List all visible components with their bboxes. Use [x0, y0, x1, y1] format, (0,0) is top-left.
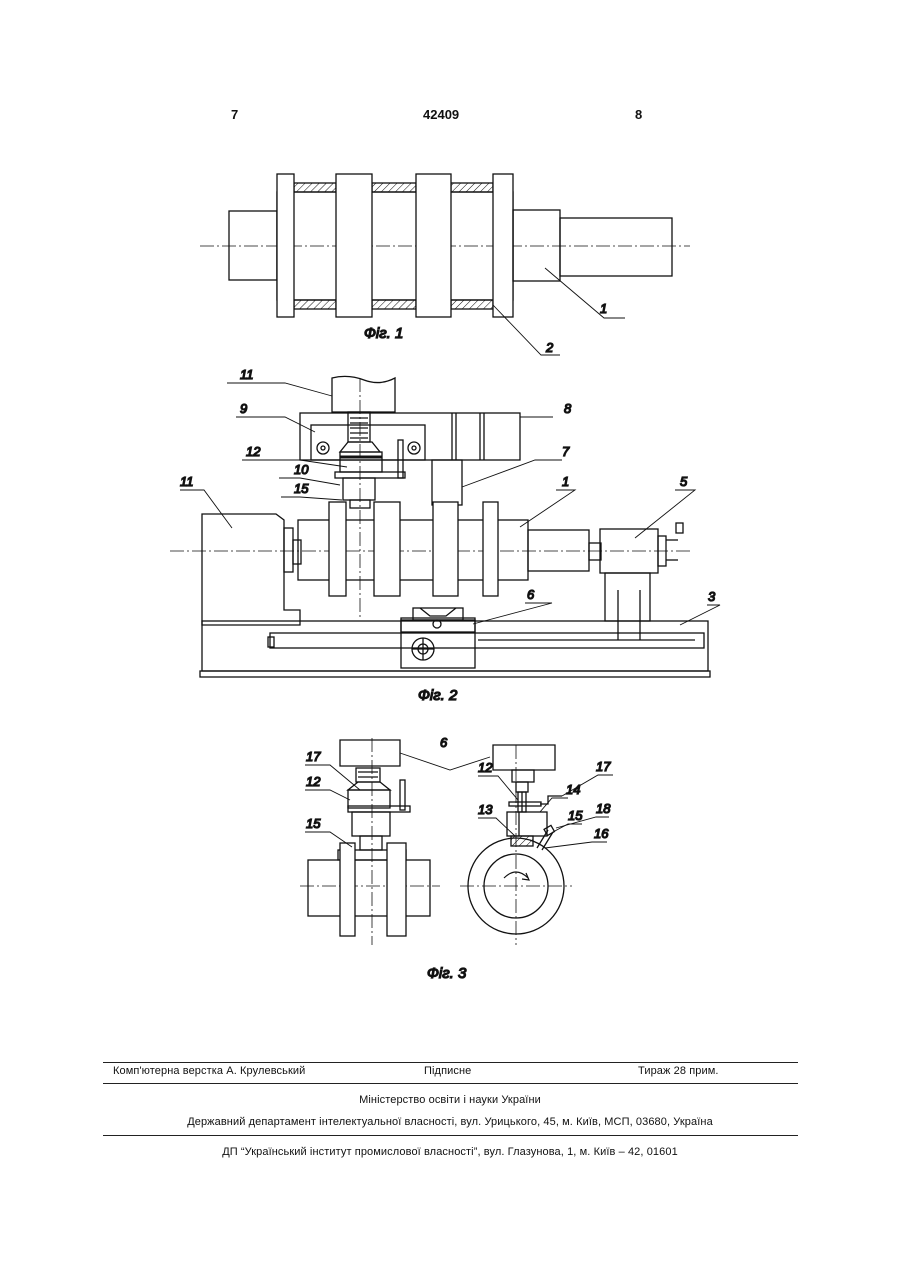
fig2-caption: Фіг. 2 — [418, 687, 458, 704]
fig3-label-12-left: 12 — [306, 774, 321, 789]
fig3-caption: Фіг. 3 — [427, 965, 467, 982]
fig2-label-5: 5 — [680, 474, 688, 489]
footer-layout-credit: Комп'ютерна верстка А. Крулевський — [113, 1065, 305, 1077]
fig3-label-17-right: 17 — [596, 759, 611, 774]
fig2-label-12: 12 — [246, 444, 261, 459]
fig2-label-9: 9 — [240, 401, 247, 416]
figure-1: 1 2 Фіг. 1 — [200, 174, 690, 355]
footer-ministry: Міністерство освіти і науки України — [0, 1094, 900, 1106]
fig3-label-15-left: 15 — [306, 816, 321, 831]
fig2-label-8: 8 — [564, 401, 572, 416]
fig3-label-13: 13 — [478, 802, 493, 817]
fig3-label-6: 6 — [440, 735, 448, 750]
fig2-label-10: 10 — [294, 462, 309, 477]
footer-rule-top — [103, 1062, 798, 1063]
fig2-label-6: 6 — [527, 587, 535, 602]
fig2-label-1: 1 — [562, 474, 569, 489]
fig2-label-11-left: 11 — [180, 474, 194, 489]
fig2-label-11-top: 11 — [240, 367, 254, 382]
footer-signed: Підписне — [424, 1065, 471, 1077]
fig2-label-3: 3 — [708, 589, 716, 604]
footer-department: Державний департамент інтелектуальної вл… — [0, 1116, 900, 1128]
fig2-label-7: 7 — [562, 444, 570, 459]
figure-2: 11 9 8 12 10 7 15 11 1 5 6 3 Фіг. 2 — [170, 367, 720, 704]
fig3-label-15-right: 15 — [568, 808, 583, 823]
footer-rule-bottom — [103, 1135, 798, 1136]
patent-drawings: 1 2 Фіг. 1 — [0, 0, 900, 1010]
fig3-label-12-right: 12 — [478, 760, 493, 775]
fig1-label-2: 2 — [545, 340, 554, 355]
figure-3: 6 17 12 15 12 17 14 13 15 18 16 Фіг. 3 — [300, 735, 613, 982]
footer-rule-middle — [103, 1083, 798, 1084]
fig3-label-16: 16 — [594, 826, 609, 841]
fig3-label-17-left: 17 — [306, 749, 321, 764]
fig2-label-15: 15 — [294, 481, 309, 496]
fig1-caption: Фіг. 1 — [364, 325, 403, 342]
fig1-label-1: 1 — [600, 301, 607, 316]
footer-institute: ДП “Український інститут промислової вла… — [0, 1146, 900, 1158]
footer-circulation: Тираж 28 прим. — [638, 1065, 719, 1077]
fig3-label-14: 14 — [566, 782, 580, 797]
fig3-label-18: 18 — [596, 801, 611, 816]
